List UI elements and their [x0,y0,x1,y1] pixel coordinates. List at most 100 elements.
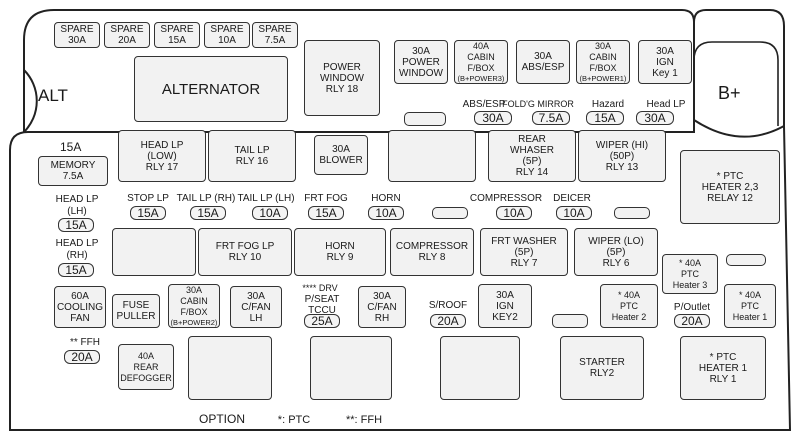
mini-fuse-label-3: Head LP [646,99,686,110]
top-fuse-4-line-2: Key 1 [652,67,678,79]
head-lp-rh-fuse: 15A [58,263,94,277]
power-window-relay-line-0: POWER [323,61,361,73]
cabin-fbox-power2-fuse-line-3: (B+POWER2) [170,318,218,327]
mini-fuse-row2-label-0: STOP LP [127,193,169,204]
ffh-label: ** FFH [70,337,100,348]
top-fuse-1-line-1: CABIN [467,52,495,62]
spare-fuse-2-line-0: SPARE [160,24,194,35]
spare-fuse-2-line-1: 15A [168,35,186,46]
head-lp-low-relay: HEAD LP(LOW)RLY 17 [118,130,206,182]
mini-fuse-label-0: ABS/ESP [462,99,506,110]
wiper-lo-relay-line-1: (5P) [606,246,626,258]
mini-fuse-row2-6: 10A [556,206,592,220]
cabin-fbox-power2-fuse-line-2: F/BOX [180,307,208,317]
legend-ptc: *: PTC [277,414,311,426]
alt-label: ALT [38,86,68,105]
alternator-box: ALTERNATOR [134,56,288,122]
tail-lp-relay-line-0: TAIL LP [234,145,270,156]
ptc-heater-2-fuse-line-1: PTC [620,300,638,311]
ptc-heater-relay-12-line-2: RELAY 12 [707,192,753,204]
mini-fuse-row2-label-4: HORN [371,193,401,204]
frt-washer-relay-line-2: RLY 7 [510,257,538,269]
top-fuse-1-line-2: F/BOX [467,63,495,73]
top-fuse-1-line-0: 40A [472,41,489,51]
fuse-puller-line-1: PULLER [116,311,156,322]
mini-fuse-row2-1: 15A [190,206,226,220]
mini-fuse-0: 30A [474,111,512,125]
mini-fuse-label-2: Hazard [591,99,625,110]
head-lp-rh-label: HEAD LP [55,238,99,249]
wiper-hi-relay: WIPER (HI)(50P)RLY 13 [578,130,666,182]
cooling-fan-fuse-line-2: FAN [70,312,90,324]
blank-slot-bottom [552,314,588,328]
frt-washer-relay: FRT WASHER(5P)RLY 7 [480,228,568,276]
ptc-heater-1-relay-line-1: HEATER 1 [698,362,748,374]
blank-slot-top [404,112,446,126]
sroof-fuse: 20A [430,314,466,328]
top-fuse-4-line-0: 30A [656,45,674,57]
rear-washer-relay-line-2: (5P) [522,156,542,167]
top-fuse-4-line-1: IGN [656,56,674,68]
ptc-heater-relay-12-line-1: HEATER 2,3 [701,181,759,193]
cfan-lh-fuse-line-2: LH [249,312,263,324]
rear-washer-relay-line-1: WHASER [510,145,554,156]
top-fuse-0-line-1: POWER [402,56,440,68]
cfan-rh-fuse-line-2: RH [374,312,390,324]
ign-key2-fuse-line-1: IGN [496,300,514,312]
ptc-heater-3-fuse-line-2: Heater 3 [672,279,708,290]
wiper-lo-relay-line-2: RLY 6 [602,257,630,269]
mini-fuse-row2-0: 15A [130,206,166,220]
spare-fuse-0-line-1: 30A [68,35,86,46]
cabin-fbox-power2-fuse-line-0: 30A [185,285,202,295]
memory-fuse-line-0: MEMORY [50,160,96,171]
ign-key2-fuse-line-0: 30A [496,289,514,301]
mini-fuse-2: 15A [586,111,624,125]
cooling-fan-fuse-line-0: 60A [71,290,89,302]
starter-relay-line-0: STARTER [579,357,625,368]
ptc-heater-1-relay-line-0: * PTC [709,351,737,363]
memory-top-label: 15A [60,140,82,154]
ptc-heater-relay-12-line-0: * PTC [716,170,744,182]
mini-fuse-1: 7.5A [532,111,570,125]
head-lp-rh-sublabel: (RH) [66,250,88,261]
legend-option: OPTION [198,412,245,426]
blank-relay-bottom-3 [440,336,520,400]
poutlet-label: P/Outlet [673,302,711,313]
cooling-fan-fuse-line-1: COOLING [56,301,104,313]
mini-fuse-row2-label-2: TAIL LP (LH) [237,193,295,204]
head-lp-low-relay-line-0: HEAD LP [140,139,184,151]
drv-tccu-label: TCCU [308,305,336,316]
wiper-lo-relay-line-0: WIPER (LO) [588,235,644,247]
blower-fuse-line-0: 30A [332,144,350,155]
horn-relay-line-0: HORN [325,241,355,252]
blank-slot-row2-a [432,207,468,219]
mini-fuse-row2-label-6: DEICER [553,193,591,204]
poutlet-fuse: 20A [674,314,710,328]
mini-fuse-row2-label-5: COMPRESSOR [469,193,543,204]
cfan-lh-fuse-line-1: C/FAN [241,301,271,313]
head-lp-lh-label: HEAD LP [55,194,99,205]
ptc-heater-2-fuse-line-0: * 40A [617,289,641,300]
compressor-relay-line-0: COMPRESSOR [395,241,469,252]
spare-fuse-4-line-1: 7.5A [264,35,286,46]
blower-fuse-line-1: BLOWER [319,155,363,166]
spare-fuse-1-line-1: 20A [118,35,136,46]
cfan-rh-fuse-line-1: C/FAN [367,301,397,313]
blank-relay-bottom-2 [310,336,392,400]
